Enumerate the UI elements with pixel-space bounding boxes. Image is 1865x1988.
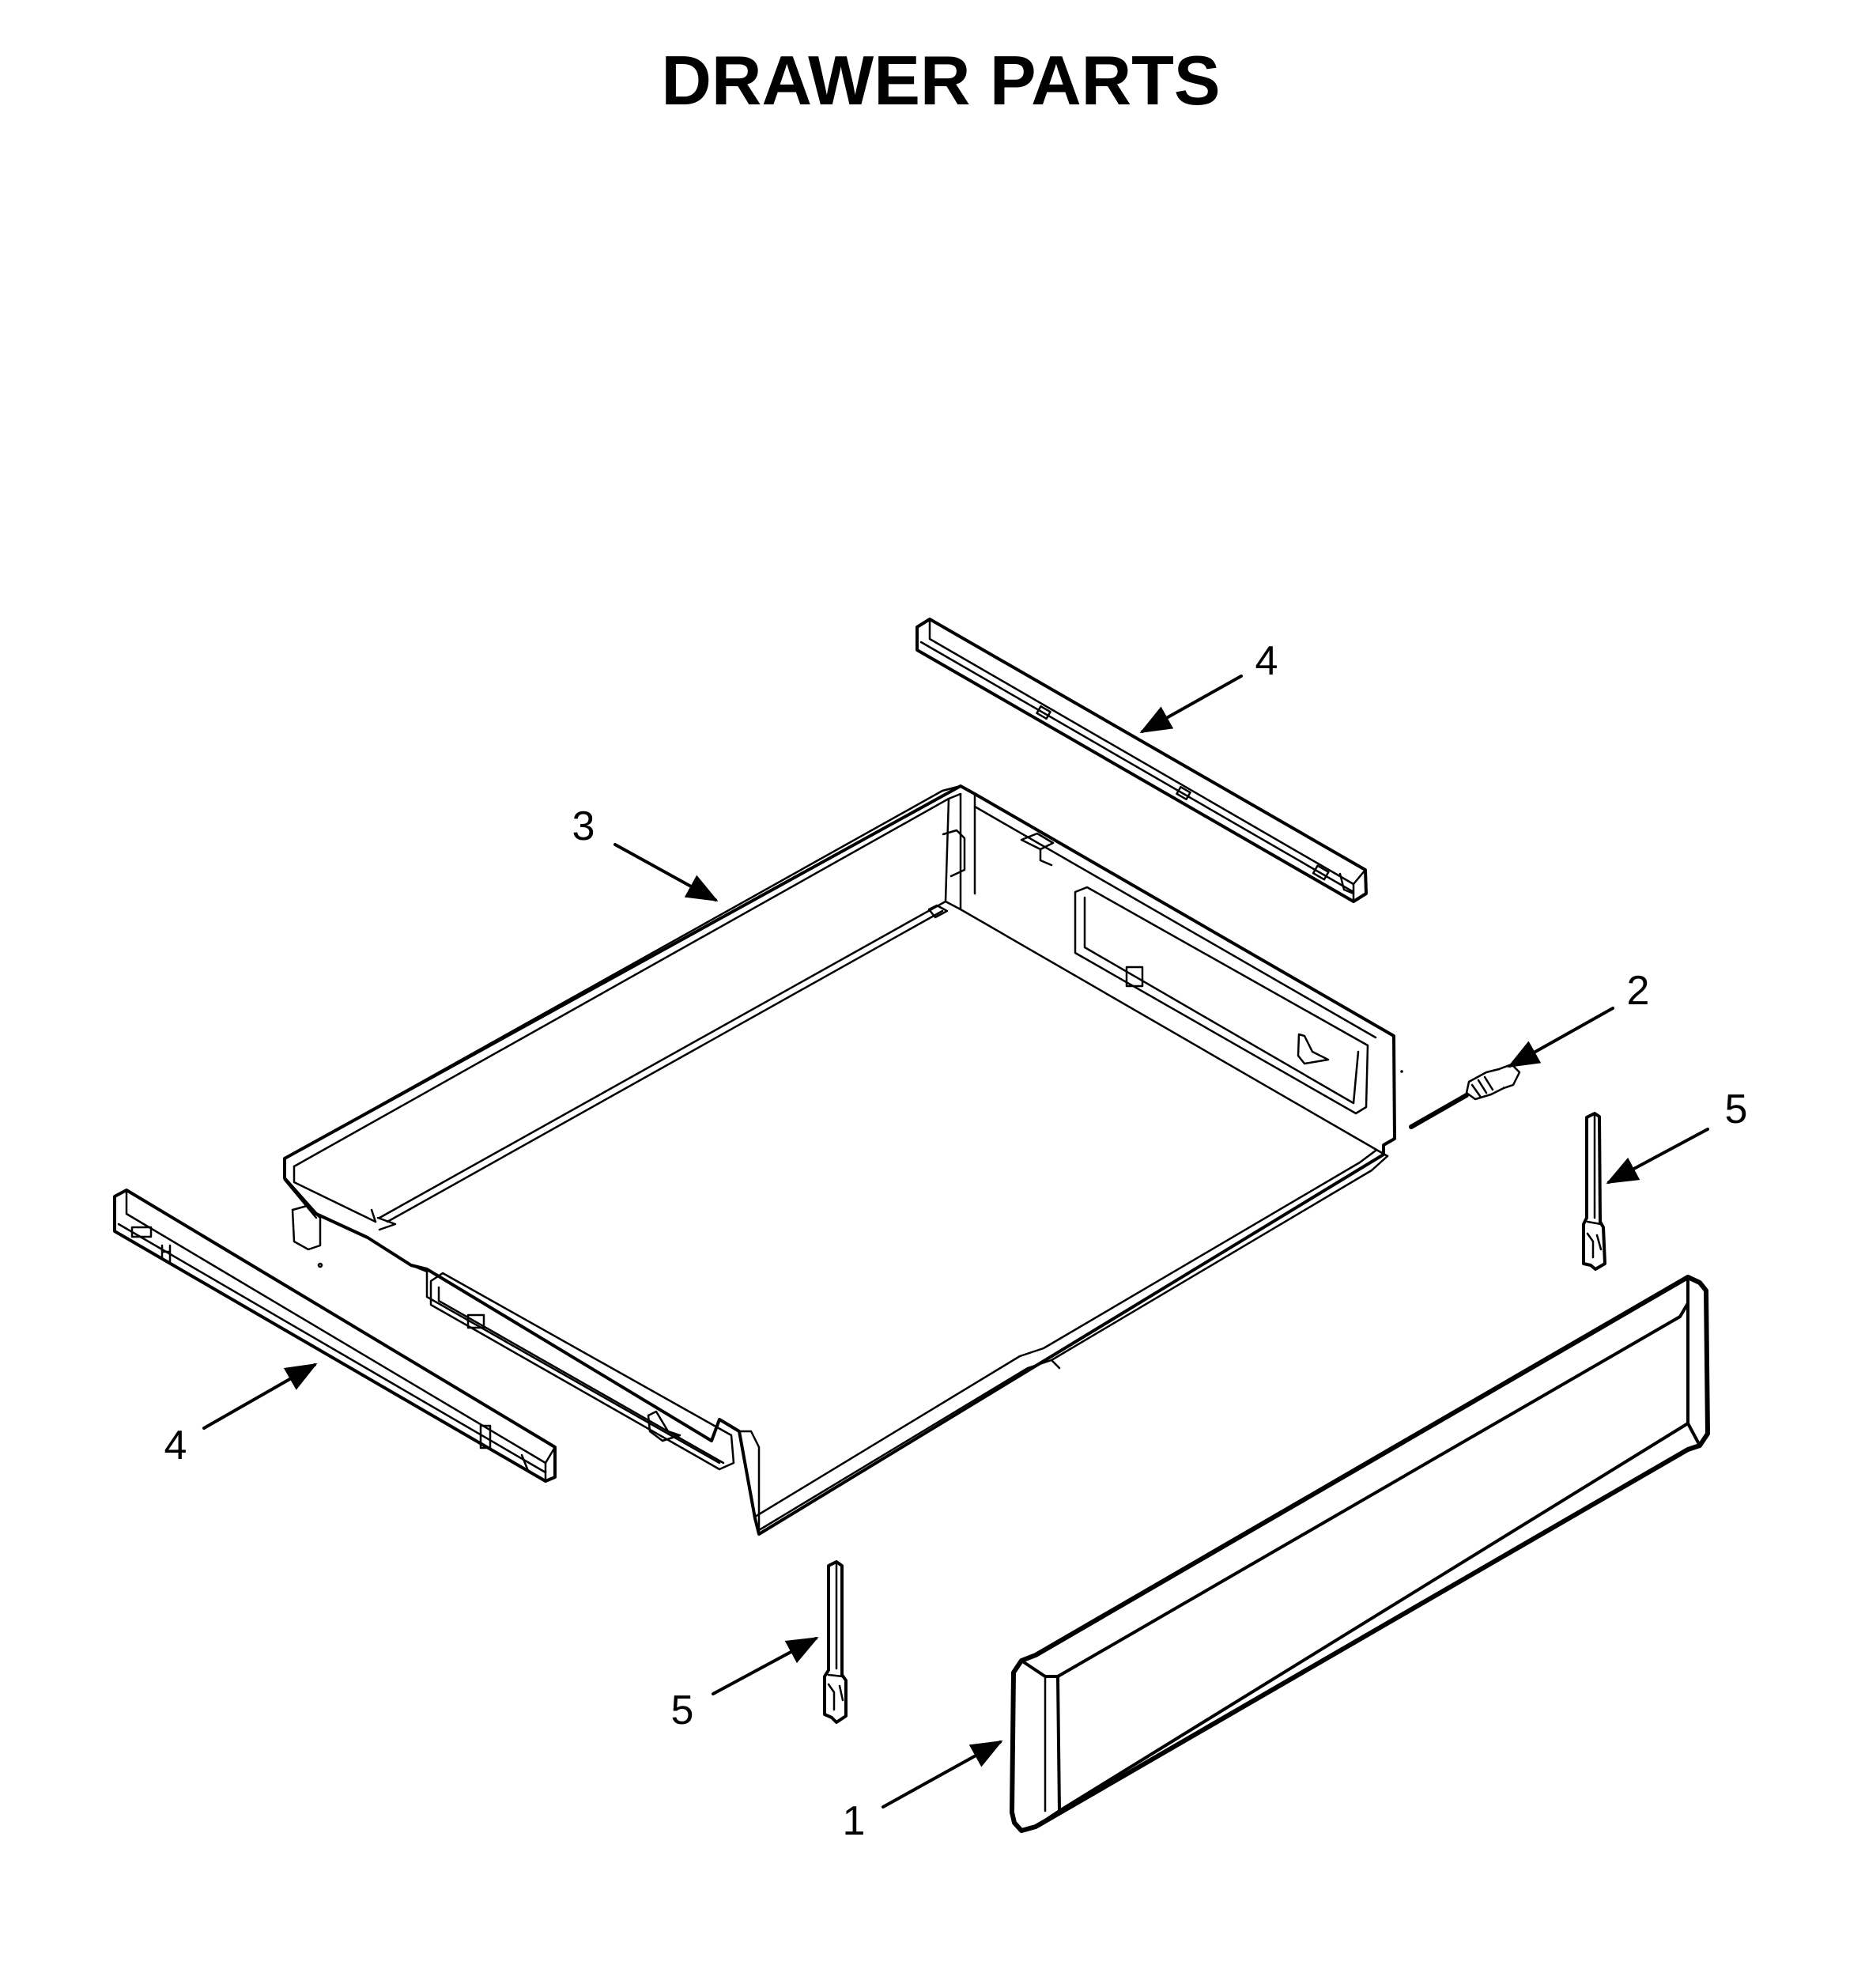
bracket-left-part <box>823 1560 848 1724</box>
leader-4-upper <box>1139 675 1243 733</box>
callout-4-upper: 4 <box>1255 638 1278 684</box>
leader-2 <box>1507 1007 1614 1068</box>
leader-3 <box>613 843 719 901</box>
rail-lower-part <box>113 1189 557 1483</box>
drawer-body-part <box>283 784 1396 1536</box>
callout-2: 2 <box>1627 968 1650 1014</box>
page-title: DRAWER PARTS <box>661 41 1220 119</box>
front-panel-part <box>1010 1275 1710 1833</box>
callout-3: 3 <box>572 803 595 849</box>
callout-5-right: 5 <box>1725 1087 1748 1132</box>
callout-leaders <box>202 675 1709 1808</box>
callout-4-lower: 4 <box>164 1423 187 1468</box>
leader-4-lower <box>202 1363 318 1430</box>
leader-5-right <box>1606 1128 1709 1184</box>
callout-1: 1 <box>843 1798 866 1844</box>
rail-upper-part <box>916 618 1368 903</box>
screw-part <box>1400 1063 1521 1129</box>
callout-5-left: 5 <box>671 1688 694 1733</box>
bracket-right-part <box>1582 1112 1606 1271</box>
leader-5-left <box>712 1637 819 1695</box>
leader-1 <box>882 1740 1003 1808</box>
